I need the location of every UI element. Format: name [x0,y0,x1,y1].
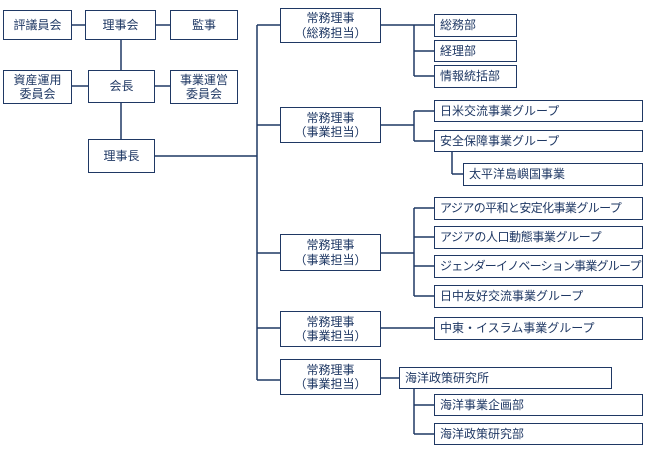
unit-joho: 情報統括部 [434,65,517,88]
unit-taiheiyo: 太平洋島嶼国事業 [463,163,643,186]
kanji-label: 監事 [191,17,216,32]
unit-nichibei: 日米交流事業グループ [434,100,643,122]
jigyo-unei-box: 事業運営 委員会 [170,70,238,104]
jigyo-unei-label: 事業運営 委員会 [179,72,228,101]
unit-kaiyo-kenkyubu: 海洋政策研究部 [434,423,643,445]
unit-label: 情報統括部 [440,69,501,84]
hyogiinkai-box: 評議員会 [3,10,72,40]
director-box-1: 常務理事 （総務担当） [280,8,381,43]
unit-asia-heiwa: アジアの平和と安定化事業グループ [434,197,643,220]
director-title: 常務理事 [306,11,355,26]
unit-label: 安全保障事業グループ [440,133,560,148]
rijikai-label: 理事会 [102,17,139,32]
unit-somubu: 総務部 [434,14,517,37]
unit-label: 日中友好交流事業グループ [440,289,584,304]
director-role: （総務担当） [294,25,367,40]
kaicho-label: 会長 [109,79,134,94]
unit-label: アジアの平和と安定化事業グループ [440,201,622,216]
shisan-unyo-box: 資産運用 委員会 [3,70,72,104]
hyogiinkai-label: 評議員会 [13,17,62,32]
unit-label: 海洋事業企画部 [440,397,525,412]
rijicho-box: 理事長 [88,139,155,173]
kanji-box: 監事 [170,10,238,40]
director-title: 常務理事 [306,110,355,125]
unit-label: 太平洋島嶼国事業 [469,167,566,182]
director-role: （事業担当） [294,329,367,343]
director-role: （事業担当） [294,377,367,391]
unit-kaiyo-kikaku: 海洋事業企画部 [434,394,643,416]
unit-label: 総務部 [440,18,477,33]
unit-asia-jinko: アジアの人口動態事業グループ [434,226,643,249]
unit-label: 中東・イスラム事業グループ [440,321,595,336]
director-box-3: 常務理事 （事業担当） [280,234,381,271]
unit-label: アジアの人口動態事業グループ [440,230,602,245]
unit-chuto: 中東・イスラム事業グループ [434,317,643,340]
unit-label: 日米交流事業グループ [440,103,560,118]
director-box-4: 常務理事 （事業担当） [280,311,381,347]
unit-kaiyo-kenkyujo: 海洋政策研究所 [399,367,612,389]
unit-label: ジェンダーイノベーション事業グループ [440,259,641,274]
rijicho-label: 理事長 [103,148,140,163]
director-role: （事業担当） [294,252,367,267]
director-box-2: 常務理事 （事業担当） [280,107,381,143]
director-box-5: 常務理事 （事業担当） [280,359,381,395]
shisan-unyo-label: 資産運用 委員会 [13,72,62,101]
director-title: 常務理事 [306,362,355,377]
director-title: 常務理事 [306,314,355,329]
unit-label: 海洋政策研究所 [405,370,490,385]
unit-label: 経理部 [440,43,477,58]
unit-gender: ジェンダーイノベーション事業グループ [434,255,643,278]
kaicho-box: 会長 [88,70,155,103]
unit-keiribu: 経理部 [434,40,517,62]
unit-nicchu: 日中友好交流事業グループ [434,285,643,308]
unit-label: 海洋政策研究部 [440,426,525,441]
director-title: 常務理事 [306,238,355,253]
unit-anzen: 安全保障事業グループ [434,130,643,152]
rijikai-box: 理事会 [85,10,156,40]
director-role: （事業担当） [294,125,367,139]
